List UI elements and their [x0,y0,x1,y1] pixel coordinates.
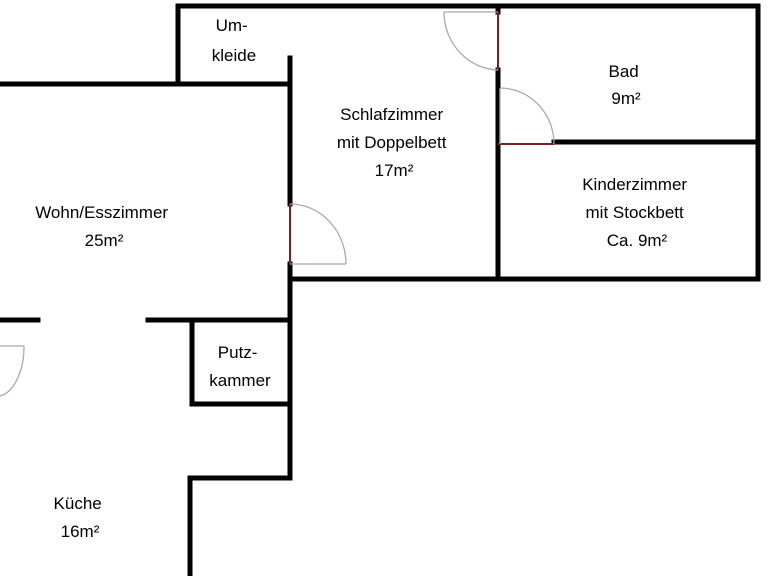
door-swing-arc [0,345,25,397]
walls [0,3,761,576]
door-kitchen-left [0,345,25,397]
door-bedroom-top [443,11,499,71]
room-labels: Um- kleide Schlafzimmer mit Doppelbett 1… [35,16,692,541]
room-label-umkleide: Um- kleide [212,16,256,65]
room-label-kinderzimmer: Kinderzimmer mit Stockbett Ca. 9m² [582,175,692,250]
doors [0,11,555,397]
door-bath [498,87,555,145]
door-swing-arc [443,11,499,71]
room-label-kueche: Küche 16m² [54,494,107,541]
room-label-wohnzimmer: Wohn/Esszimmer 25m² [35,203,173,250]
door-swing-arc [289,203,347,265]
door-swing-arc [499,87,555,145]
door-bedroom-left [289,203,347,265]
room-label-schlafzimmer: Schlafzimmer mit Doppelbett 17m² [337,105,451,180]
room-label-bad: Bad 9m² [609,62,644,108]
room-label-putzkammer: Putz- kammer [209,343,271,390]
